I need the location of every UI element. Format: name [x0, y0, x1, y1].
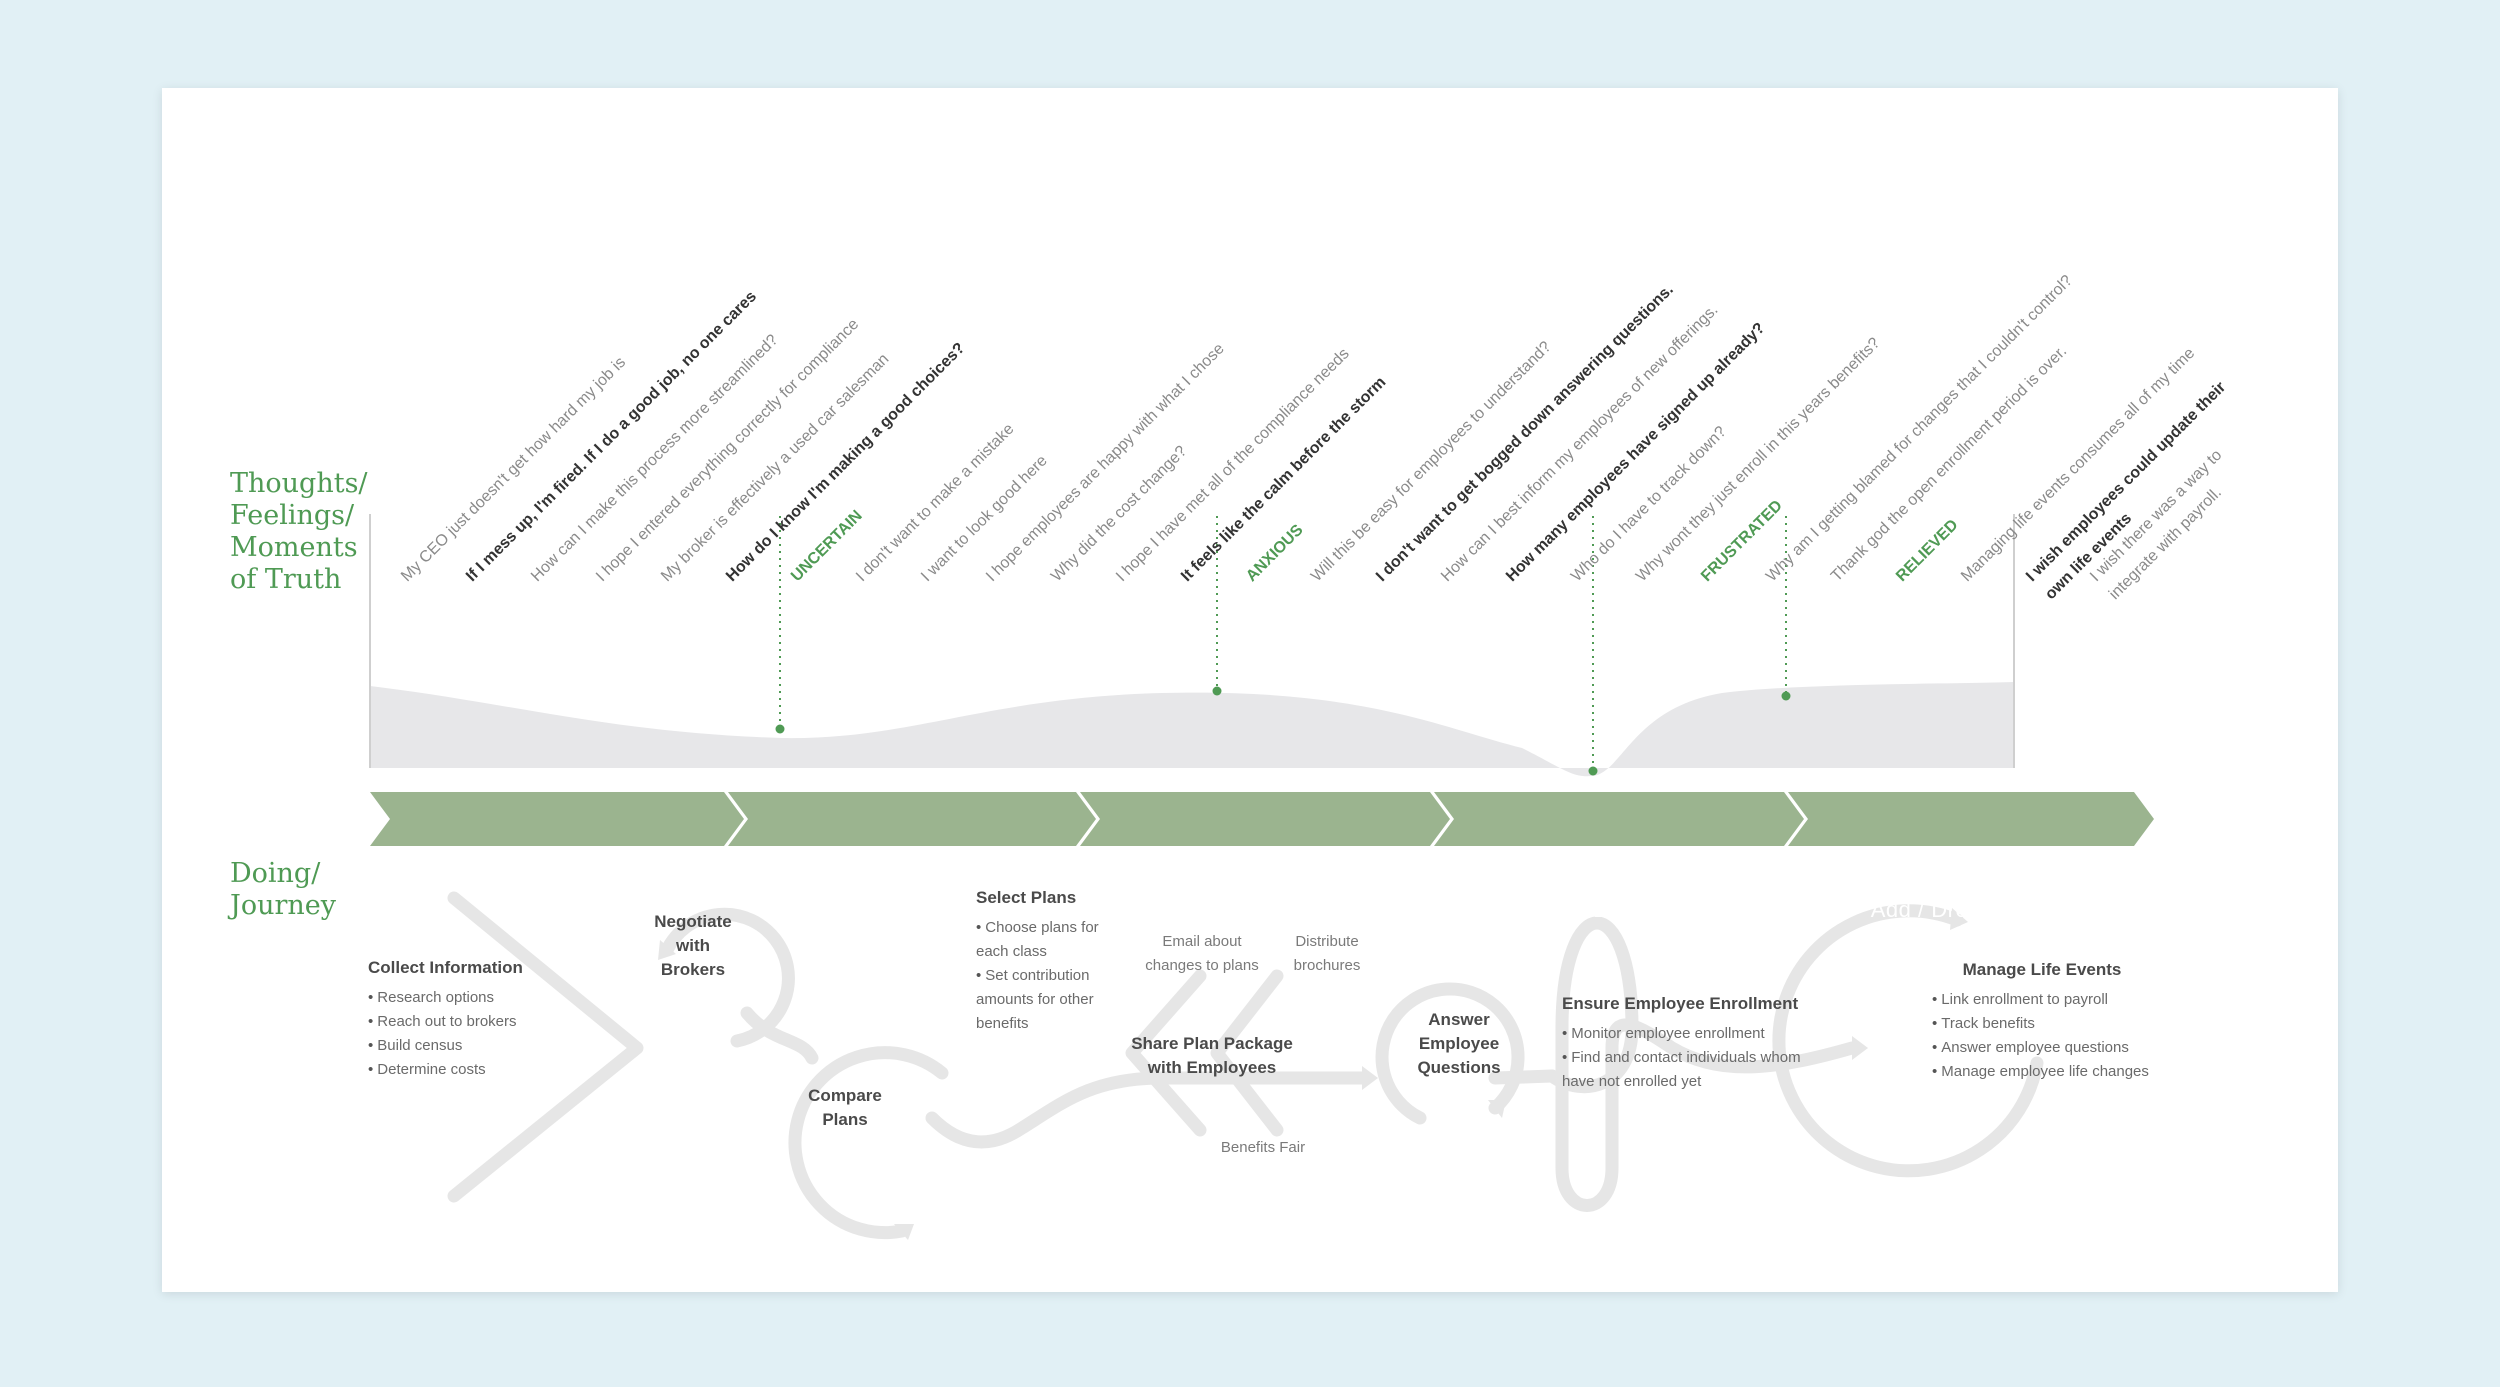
collect-item: Reach out to brokers [368, 1010, 568, 1034]
marker-frustrated [1588, 516, 1598, 776]
marker-anxious [1212, 516, 1222, 696]
stage-arrow-plan-selection [728, 792, 1096, 846]
manage-item: Link enrollment to payroll [1932, 988, 2152, 1012]
select-item: Choose plans for each class [976, 916, 1128, 964]
section-label-doing: Doing/ Journey [230, 858, 336, 921]
ensure-list: Monitor employee enrollment Find and con… [1562, 1022, 1822, 1094]
compare-cycle [788, 1046, 949, 1240]
stage-arrow-add-drop-manage [1788, 792, 2154, 846]
stage-arrow-plan-setup [370, 792, 744, 846]
answer-cycle [1375, 982, 1525, 1125]
stage-arrow-prep-open-enrollment [1080, 792, 1450, 846]
select-title: Select Plans [976, 888, 1077, 907]
stage-label-add-drop-manage: Add / Drop / Manage [1870, 897, 2084, 922]
manage-item: Manage employee life changes [1932, 1060, 2152, 1084]
manage-item: Answer employee questions [1932, 1036, 2152, 1060]
manage-list: Link enrollment to payroll Track benefit… [1932, 988, 2152, 1084]
node-share-plan-package: Share Plan Package with Employees [1131, 1034, 1293, 1077]
collect-list: Research options Reach out to brokers Bu… [368, 986, 568, 1082]
stage-label-open-enrollment: Open Enrollment [1530, 897, 1704, 922]
note-email-changes: Email about changes to plans [1145, 933, 1259, 974]
node-ensure-enrollment: Ensure Employee Enrollment Monitor emplo… [1562, 992, 1822, 1094]
link-compare-share [925, 1071, 1369, 1149]
stage-label-prep-open-enrollment: Prep for Open Enrollment [1131, 897, 1393, 922]
node-negotiate-brokers: Negotiate with Brokers [654, 912, 732, 979]
manage-title: Manage Life Events [1962, 960, 2122, 979]
journey-flow-path [447, 891, 2044, 1240]
note-distribute-brochures: Distribute brochures [1293, 933, 1361, 974]
node-collect-information: Collect Information Research options Rea… [368, 956, 568, 1082]
stage-label-plan-setup: Plan Setup [490, 897, 604, 922]
collect-item: Determine costs [368, 1058, 568, 1082]
share-left-chevron [1125, 969, 1207, 1137]
link-answer-ensure [1488, 1069, 1559, 1085]
ensure-title: Ensure Employee Enrollment [1562, 994, 1799, 1013]
ensure-item: Find and contact individuals whom have n… [1562, 1046, 1822, 1094]
journey-arrowheads [658, 908, 1968, 1240]
marker-relieved [1781, 516, 1791, 701]
emotion-curve-area [370, 682, 2014, 777]
link-negotiate-compare [740, 1006, 819, 1065]
select-list: Choose plans for each class Set contribu… [976, 916, 1128, 1036]
section-label-thoughts: Thoughts/ Feelings/ Moments of Truth [230, 468, 368, 595]
select-item: Set contribution amounts for other benef… [976, 964, 1128, 1036]
ensure-item: Monitor employee enrollment [1562, 1022, 1822, 1046]
negotiate-cycle [660, 907, 795, 1048]
node-answer-questions: Answer Employee Questions [1417, 1010, 1501, 1077]
stage-label-plan-selection: Plan Selection [828, 897, 976, 922]
diagram-graphics [369, 514, 2154, 1240]
node-select-plans: Select Plans Choose plans for each class… [976, 886, 1128, 1036]
collect-item: Build census [368, 1034, 568, 1058]
manage-cycle [1772, 904, 2044, 1178]
collect-item: Research options [368, 986, 568, 1010]
node-manage-life-events: Manage Life Events Link enrollment to pa… [1932, 958, 2152, 1084]
share-right-chevron [1210, 969, 1284, 1137]
manage-item: Track benefits [1932, 1012, 2152, 1036]
collect-title: Collect Information [368, 958, 523, 977]
collect-chevron [447, 891, 644, 1203]
note-benefits-fair: Benefits Fair [1220, 1139, 1306, 1156]
marker-uncertain [775, 516, 785, 734]
stage-arrow-open-enrollment [1434, 792, 1804, 846]
journey-map-card: Thoughts/ Feelings/ Moments of Truth Doi… [162, 88, 2338, 1292]
node-compare-plans: Compare Plans [808, 1086, 882, 1129]
